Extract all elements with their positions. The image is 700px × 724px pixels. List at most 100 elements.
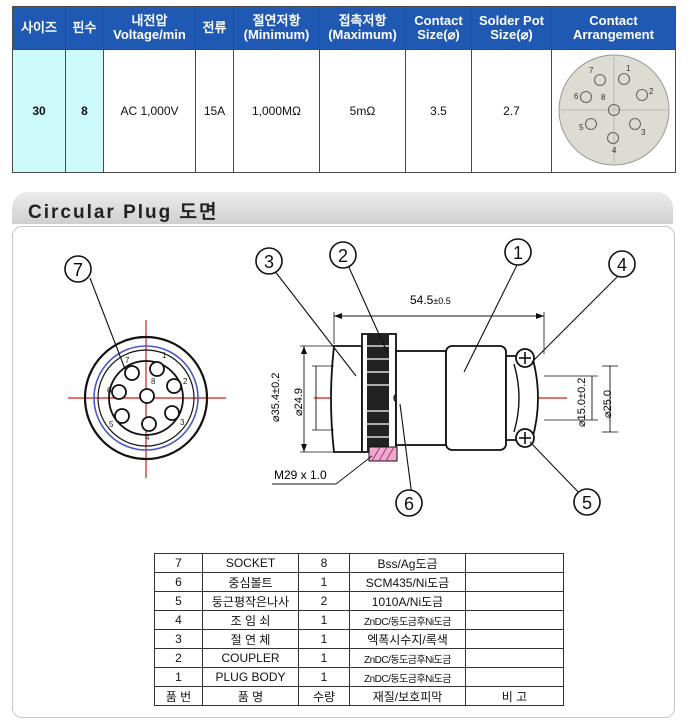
parts-row: 6 중심볼트 1 SCM435/Ni도금 — [154, 572, 564, 592]
part-no: 1 — [154, 667, 203, 687]
arr-pin-6: 6 — [574, 92, 579, 101]
front-pin-8: 8 — [151, 377, 156, 386]
part-name: SOCKET — [202, 553, 299, 573]
parts-row: 1 PLUG BODY 1 ZnDC/동도금후Ni도금 — [154, 667, 564, 687]
front-pin-4: 4 — [145, 433, 150, 442]
part-remark — [465, 591, 564, 611]
front-pin-2: 2 — [183, 377, 188, 386]
part-remark — [465, 648, 564, 668]
part-remark — [465, 667, 564, 687]
callout-2: 2 — [338, 246, 348, 266]
side-view: 54.5±0.5 ⌀35.4±0.2 ⌀24.9 ⌀15.0±0.2 ⌀25.0… — [255, 238, 636, 517]
arr-pin-8: 8 — [601, 93, 606, 102]
front-pin-7: 7 — [125, 356, 130, 365]
spec-data-row: 30 8 AC 1,000V 15A 1,000MΩ 5mΩ 3.5 2.7 1… — [12, 49, 676, 173]
arr-pin-1: 1 — [626, 64, 631, 73]
parts-row: 3 절 연 체 1 엑폭시수지/록색 — [154, 629, 564, 649]
part-name: 둥근평작은나사 — [202, 591, 299, 611]
parts-list-table: 7 SOCKET 8 Bss/Ag도금 6 중심볼트 1 SCM435/Ni도금… — [154, 553, 564, 706]
front-pin-3: 3 — [180, 418, 185, 427]
part-material: ZnDC/동도금후Ni도금 — [349, 648, 466, 668]
dim-cable: ⌀15.0±0.2 — [576, 378, 588, 427]
dim-length: 54.5±0.5 — [410, 293, 451, 307]
callout-4: 4 — [617, 255, 627, 275]
part-material: Bss/Ag도금 — [349, 553, 466, 573]
part-no: 7 — [154, 553, 203, 573]
parts-row: 4 조 임 쇠 1 ZnDC/동도금후Ni도금 — [154, 610, 564, 630]
cell-insulation: 1,000MΩ — [233, 49, 320, 173]
parts-row: 5 둥근평작은나사 2 1010A/Ni도금 — [154, 591, 564, 611]
cell-current: 15A — [195, 49, 234, 173]
part-qty: 1 — [298, 629, 350, 649]
callout-6: 6 — [404, 494, 414, 514]
dim-outer: ⌀35.4±0.2 — [270, 373, 282, 422]
parts-row: 7 SOCKET 8 Bss/Ag도금 — [154, 553, 564, 573]
part-name: 절 연 체 — [202, 629, 299, 649]
part-no: 3 — [154, 629, 203, 649]
part-name: 조 임 쇠 — [202, 610, 299, 630]
part-material: ZnDC/동도금후Ni도금 — [349, 667, 466, 687]
cell-voltage: AC 1,000V — [103, 49, 196, 173]
part-remark — [465, 553, 564, 573]
front-pin-6: 6 — [107, 386, 112, 395]
front-pin-1: 1 — [162, 351, 167, 360]
arr-pin-7: 7 — [589, 66, 594, 75]
header-current: 전류 — [195, 6, 234, 50]
part-qty: 8 — [298, 553, 350, 573]
parts-row: 2 COUPLER 1 ZnDC/동도금후Ni도금 — [154, 648, 564, 668]
part-qty: 1 — [298, 610, 350, 630]
part-material: ZnDC/동도금후Ni도금 — [349, 610, 466, 630]
header-insulation: 절연저항(Minimum) — [233, 6, 320, 50]
part-material: SCM435/Ni도금 — [349, 572, 466, 592]
cell-pins: 8 — [65, 49, 104, 173]
part-qty: 1 — [298, 572, 350, 592]
front-pin-5: 5 — [109, 420, 114, 429]
cell-size: 30 — [12, 49, 66, 173]
part-no: 6 — [154, 572, 203, 592]
parts-header-remark: 비 고 — [465, 686, 564, 706]
parts-header-name: 품 명 — [202, 686, 299, 706]
dim-body: ⌀25.0 — [602, 390, 614, 418]
arr-pin-2: 2 — [649, 87, 654, 96]
cell-contact-size: 3.5 — [405, 49, 472, 173]
section-header: Circular Plug 도면 — [12, 192, 673, 224]
cell-contact-resistance: 5mΩ — [319, 49, 406, 173]
part-no: 4 — [154, 610, 203, 630]
parts-header-material: 재질/보호피막 — [349, 686, 466, 706]
technical-drawing: 1 2 3 4 5 6 7 8 7 — [64, 238, 636, 517]
part-no: 2 — [154, 648, 203, 668]
part-material: 엑폭시수지/록색 — [349, 629, 466, 649]
arr-pin-3: 3 — [641, 128, 646, 137]
callout-1: 1 — [513, 243, 523, 263]
part-remark — [465, 629, 564, 649]
part-name: PLUG BODY — [202, 667, 299, 687]
header-size: 사이즈 — [12, 6, 66, 50]
part-qty: 2 — [298, 591, 350, 611]
callout-3: 3 — [264, 252, 274, 272]
parts-header-qty: 수량 — [298, 686, 350, 706]
callout-5: 5 — [582, 493, 592, 513]
part-remark — [465, 610, 564, 630]
cell-solder-pot: 2.7 — [471, 49, 552, 173]
header-contact-resistance: 접촉저항(Maximum) — [319, 6, 406, 50]
parts-header-row: 품 번 품 명 수량 재질/보호피막 비 고 — [154, 686, 564, 706]
part-name: COUPLER — [202, 648, 299, 668]
cell-arrangement: 1 2 3 4 5 6 7 8 — [551, 49, 676, 173]
arr-pin-4: 4 — [612, 146, 617, 155]
contact-arrangement-diagram: 1 2 3 4 5 6 7 8 — [558, 54, 669, 165]
thread-label: M29 x 1.0 — [274, 468, 327, 482]
part-qty: 1 — [298, 667, 350, 687]
section-title: Circular Plug 도면 — [28, 202, 219, 223]
part-name: 중심볼트 — [202, 572, 299, 592]
callout-7: 7 — [73, 260, 83, 280]
part-no: 5 — [154, 591, 203, 611]
part-material: 1010A/Ni도금 — [349, 591, 466, 611]
part-remark — [465, 572, 564, 592]
arr-pin-5: 5 — [579, 123, 584, 132]
